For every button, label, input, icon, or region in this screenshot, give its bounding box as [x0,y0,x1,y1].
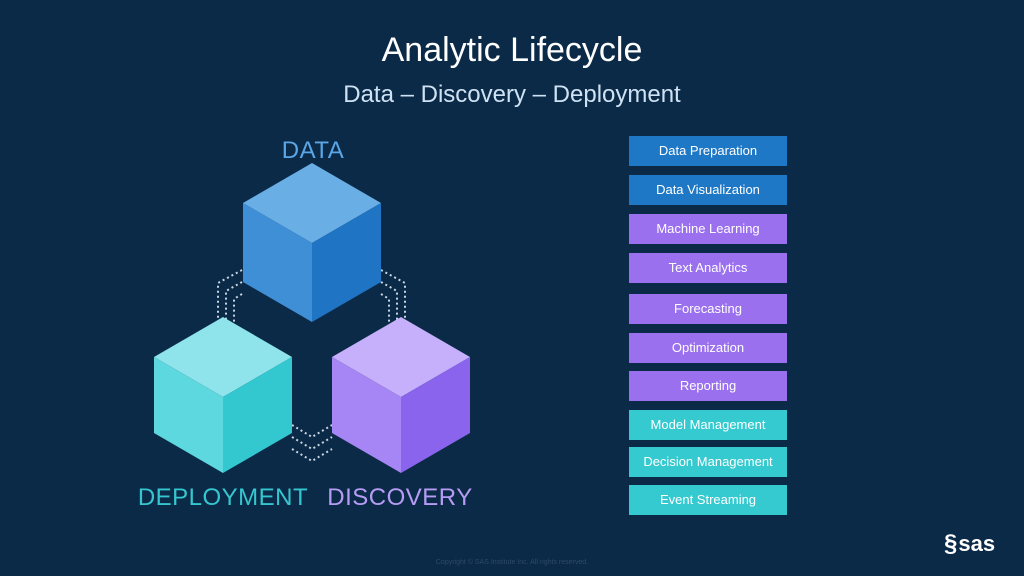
capability-event-streaming: Event Streaming [629,485,787,515]
capability-text-analytics: Text Analytics [629,253,787,283]
deployment-cube [154,317,292,473]
connector-data-discovery [380,269,406,322]
slide-title: Analytic Lifecycle [381,31,643,69]
connector-data-deployment [217,269,243,322]
capability-data-visualization: Data Visualization [629,175,787,205]
capability-decision-management: Decision Management [629,447,787,477]
capability-model-management: Model Management [629,410,787,440]
copyright-text: Copyright © SAS Institute Inc. All right… [435,559,589,566]
discovery-cube [332,317,470,473]
sas-logo: §sas [944,530,995,558]
slide-subtitle: Data – Discovery – Deployment [343,81,681,108]
capability-optimization: Optimization [629,333,787,363]
capability-data-preparation: Data Preparation [629,136,787,166]
deployment-label: DEPLOYMENT [137,484,309,511]
capability-machine-learning: Machine Learning [629,214,787,244]
sas-logo-icon: § [944,530,958,557]
connector-deployment-discovery [291,424,333,463]
sas-logo-text: sas [958,531,996,556]
data-label: DATA [281,137,345,164]
capability-forecasting: Forecasting [629,294,787,324]
discovery-label: DISCOVERY [327,484,473,511]
capability-reporting: Reporting [629,371,787,401]
data-cube [243,163,381,322]
